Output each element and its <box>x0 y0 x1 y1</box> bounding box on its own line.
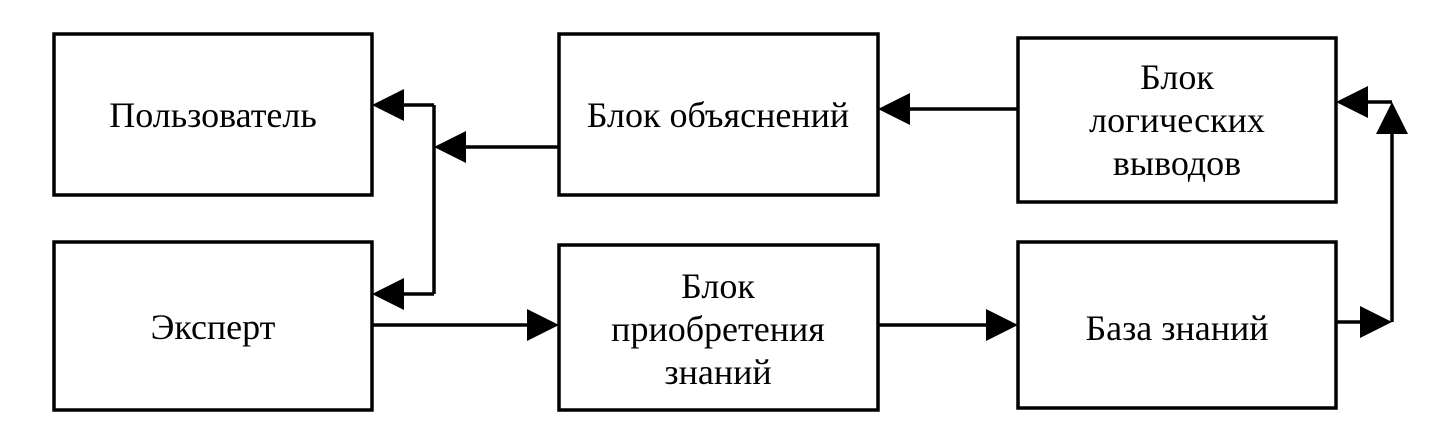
node-acquisition-line-2: приобретения <box>611 309 825 349</box>
node-acquisition: Блок приобретения знаний <box>557 243 880 412</box>
node-inference-line-3: выводов <box>1113 143 1241 183</box>
edge-bus-to-expert <box>372 278 434 310</box>
edge-bus-to-expert-arrowhead <box>372 278 404 310</box>
edge-explanation-to-bus-arrowhead <box>434 131 466 163</box>
edge-bus-to-user <box>372 89 434 121</box>
node-inference-line-2: логических <box>1089 100 1265 140</box>
edge-acquisition-to-knowledge-base <box>878 309 1018 341</box>
node-user-label: Пользователь <box>109 95 317 135</box>
node-expert: Эксперт <box>52 240 374 412</box>
edge-inference-to-explanation-arrowhead <box>878 93 910 125</box>
edge-explanation-to-bus <box>434 131 559 163</box>
edge-riser-up-arrowhead <box>1376 102 1408 134</box>
node-explanation-box <box>557 32 880 197</box>
edge-riser-up <box>1376 102 1408 322</box>
node-knowledge-base-label: База знаний <box>1085 308 1268 348</box>
node-explanation-label: Блок объяснений <box>587 95 849 135</box>
edge-riser-to-inference <box>1336 86 1392 118</box>
node-inference-line-1: Блок <box>1140 57 1214 97</box>
edge-expert-to-acquisition-arrowhead <box>527 309 559 341</box>
edge-expert-to-acquisition <box>372 309 559 341</box>
node-expert-label: Эксперт <box>151 307 276 347</box>
edge-riser-to-inference-arrowhead <box>1336 86 1368 118</box>
edge-acquisition-to-knowledge-base-arrowhead <box>986 309 1018 341</box>
edge-inference-to-explanation <box>878 93 1018 125</box>
edge-bus-to-user-arrowhead <box>372 89 404 121</box>
node-inference-box <box>1016 36 1338 204</box>
node-acquisition-line-3: знаний <box>664 352 771 392</box>
node-acquisition-box <box>557 243 880 412</box>
node-knowledge-base: База знаний <box>1016 240 1338 410</box>
node-acquisition-line-1: Блок <box>681 266 755 306</box>
node-user-box <box>52 32 374 197</box>
node-inference: Блок логических выводов <box>1016 36 1338 204</box>
edge-knowledge-base-to-riser <box>1336 306 1392 338</box>
node-expert-box <box>52 240 374 412</box>
node-explanation: Блок объяснений <box>557 32 880 197</box>
node-user: Пользователь <box>52 32 374 197</box>
edge-knowledge-base-to-riser-arrowhead <box>1360 306 1392 338</box>
